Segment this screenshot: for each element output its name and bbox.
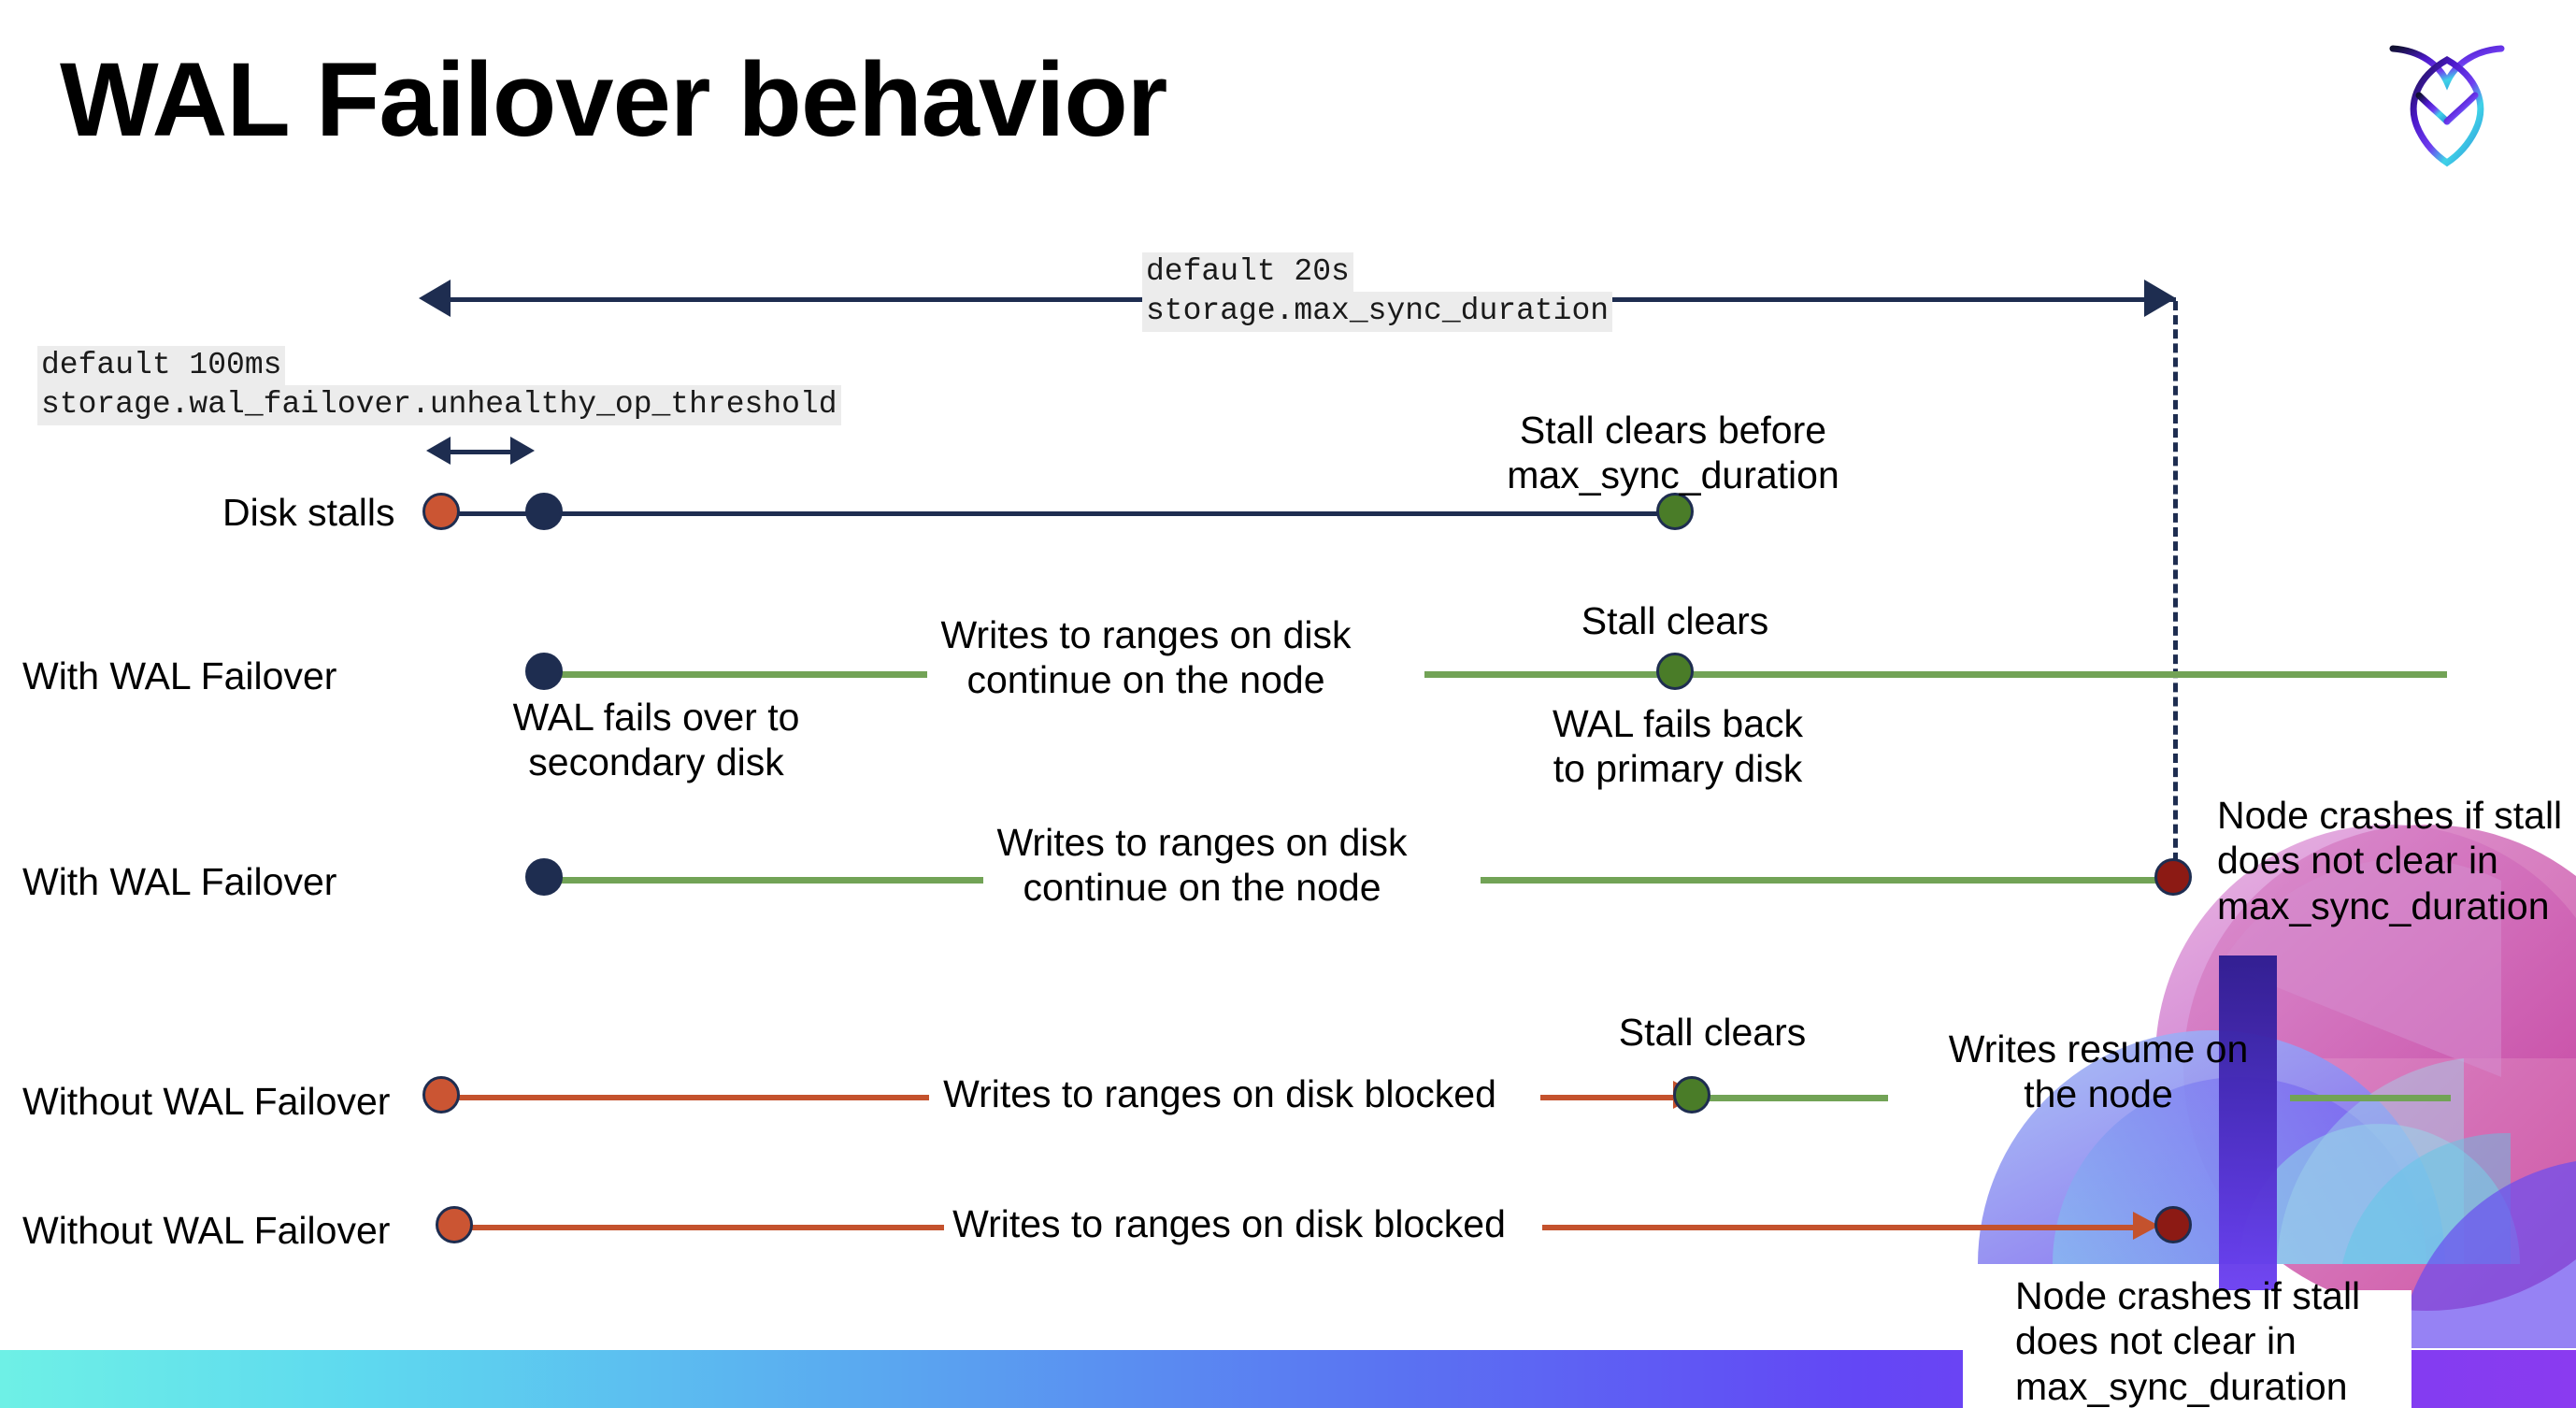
anno-writes-resume: Writes resume on the node [1948,1027,2249,1116]
anno-stall-clears-row2: Stall clears [1581,599,1769,642]
anno-node-crashes-row3: Node crashes if stall does not clear in … [2217,794,2563,927]
anno-writes-continue-2: Writes to ranges on disk continue on the… [996,821,1408,910]
with-failover-1-stall-clear-dot[interactable] [1656,653,1694,690]
without-failover-1-blocked-segment-b [1540,1095,1681,1100]
without-failover-2-blocked-segment-a [454,1225,944,1230]
with-failover-2-segment-a [540,877,983,884]
without-failover-2-crash-dot[interactable] [2154,1206,2192,1243]
max-sync-duration-dashed-guide [2173,301,2178,876]
disk-stalls-timeline [441,511,1675,516]
disk-stall-start-dot[interactable] [422,493,460,530]
max-sync-duration-callout: default 20s storage.max_sync_duration [1142,252,1613,332]
row-label-with-wal-failover-1: With WAL Failover [22,654,337,697]
without-failover-1-resume-segment [1707,1095,1888,1101]
unhealthy-op-threshold-right-arrowhead [510,437,535,465]
anno-writes-blocked-1: Writes to ranges on disk blocked [943,1072,1496,1115]
with-failover-1-failover-dot[interactable] [525,653,563,690]
anno-writes-blocked-2: Writes to ranges on disk blocked [952,1202,1506,1245]
unhealthy-op-threshold-setting: storage.wal_failover.unhealthy_op_thresh… [37,385,841,425]
without-failover-2-stall-start-dot[interactable] [436,1206,473,1243]
unhealthy-op-threshold-default: default 100ms [37,346,286,386]
max-sync-duration-default: default 20s [1142,252,1353,293]
without-failover-1-blocked-segment-a [441,1095,929,1100]
row-label-disk-stalls: Disk stalls [222,491,395,534]
anno-stall-clears-row4: Stall clears [1618,1011,1807,1054]
anno-wal-fails-over: WAL fails over to secondary disk [512,696,800,784]
unhealthy-op-threshold-span-line [447,450,510,454]
max-sync-duration-right-arrowhead [2144,280,2176,317]
row-label-with-wal-failover-2: With WAL Failover [22,860,337,903]
disk-stall-clear-dot[interactable] [1656,493,1694,530]
max-sync-duration-left-arrowhead [419,280,451,317]
cockroachdb-logo [2372,28,2522,170]
unhealthy-op-threshold-callout: default 100ms storage.wal_failover.unhea… [37,346,841,425]
row-label-without-wal-failover-1: Without WAL Failover [22,1080,391,1123]
unhealthy-op-threshold-left-arrowhead [426,437,451,465]
without-failover-1-resume-segment-far [2290,1095,2451,1101]
max-sync-duration-setting: storage.max_sync_duration [1142,292,1613,332]
anno-node-crashes-row5: Node crashes if stall does not clear in … [2015,1274,2361,1408]
row-label-without-wal-failover-2: Without WAL Failover [22,1209,391,1252]
anno-wal-fails-back: WAL fails back to primary disk [1552,702,1804,791]
with-failover-2-crash-dot[interactable] [2154,858,2192,896]
with-failover-2-segment-b [1481,877,2176,884]
with-failover-1-segment-b [1424,671,2447,678]
without-failover-1-stall-clear-dot[interactable] [1673,1076,1710,1113]
with-failover-1-segment-a [540,671,927,678]
anno-writes-continue-1: Writes to ranges on disk continue on the… [940,613,1352,702]
page-title: WAL Failover behavior [60,41,1167,158]
without-failover-2-blocked-segment-b [1542,1225,2140,1230]
with-failover-2-failover-dot[interactable] [525,858,563,896]
without-failover-1-stall-start-dot[interactable] [422,1076,460,1113]
anno-stall-clears-before-max-sync: Stall clears before max_sync_duration [1507,409,1839,497]
disk-stall-threshold-dot[interactable] [525,493,563,530]
